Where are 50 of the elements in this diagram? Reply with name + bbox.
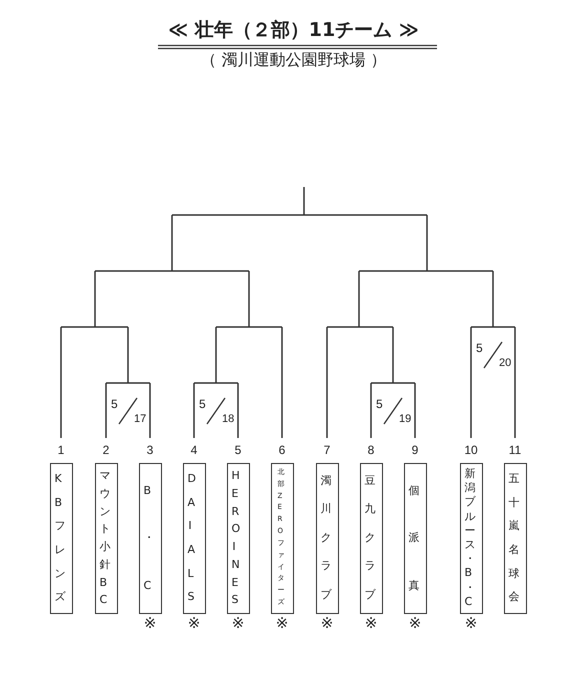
team-name: KBフレンズ: [54, 471, 66, 606]
team-name: 濁川クラブ: [320, 473, 332, 603]
team-number: 6: [278, 443, 286, 457]
team-number: 4: [190, 443, 198, 457]
note-mark: ※: [142, 615, 158, 631]
team-number: 10: [463, 443, 479, 457]
team-number: 5: [234, 443, 242, 457]
subtitle: （ 濁川運動公園野球場 ）: [199, 50, 388, 71]
team-number: 7: [322, 443, 332, 457]
team-box: [182, 463, 206, 614]
team-box: [316, 463, 338, 614]
note-mark: ※: [230, 615, 246, 631]
team-box: [270, 463, 294, 614]
team-number: 8: [366, 443, 376, 457]
team-name: 五十嵐名球会: [508, 471, 520, 606]
match-date: 5: [476, 342, 483, 355]
note-mark: ※: [408, 615, 422, 631]
team-box: [94, 463, 118, 614]
team-number: 2: [102, 443, 110, 457]
note-mark: ※: [464, 615, 478, 631]
match-date: 5: [111, 398, 118, 411]
match-date: 17: [134, 413, 146, 426]
team-name: 豆九クラブ: [364, 473, 376, 603]
match-date: 5: [376, 398, 383, 411]
team-box: [404, 463, 426, 614]
note-mark: ※: [274, 615, 290, 631]
team-name: 新潟ブルース・B・C: [464, 467, 476, 609]
team-box: [226, 463, 250, 614]
team-number: 3: [146, 443, 154, 457]
title: ≪ 壮年（２部）11チーム ≫: [167, 18, 420, 43]
team-number: 1: [56, 443, 66, 457]
team-number: 9: [410, 443, 420, 457]
match-date: 18: [222, 413, 234, 426]
team-name: B・C: [144, 483, 154, 594]
team-name: マウント小針BC: [100, 468, 110, 608]
team-box: [504, 463, 526, 614]
team-name: 個派真: [408, 483, 420, 594]
match-date: 19: [399, 413, 412, 426]
note-mark: ※: [186, 615, 202, 631]
team-box: [360, 463, 382, 614]
team-number: 11: [508, 443, 522, 457]
team-name: HEROINES: [232, 468, 242, 608]
team-name: DAIALS: [188, 471, 198, 606]
match-date: 20: [499, 357, 512, 370]
team-box: [138, 463, 162, 614]
match-date: 5: [199, 398, 206, 411]
team-box: [460, 463, 482, 614]
note-mark: ※: [364, 615, 378, 631]
note-mark: ※: [320, 615, 334, 631]
team-box: [50, 463, 72, 614]
